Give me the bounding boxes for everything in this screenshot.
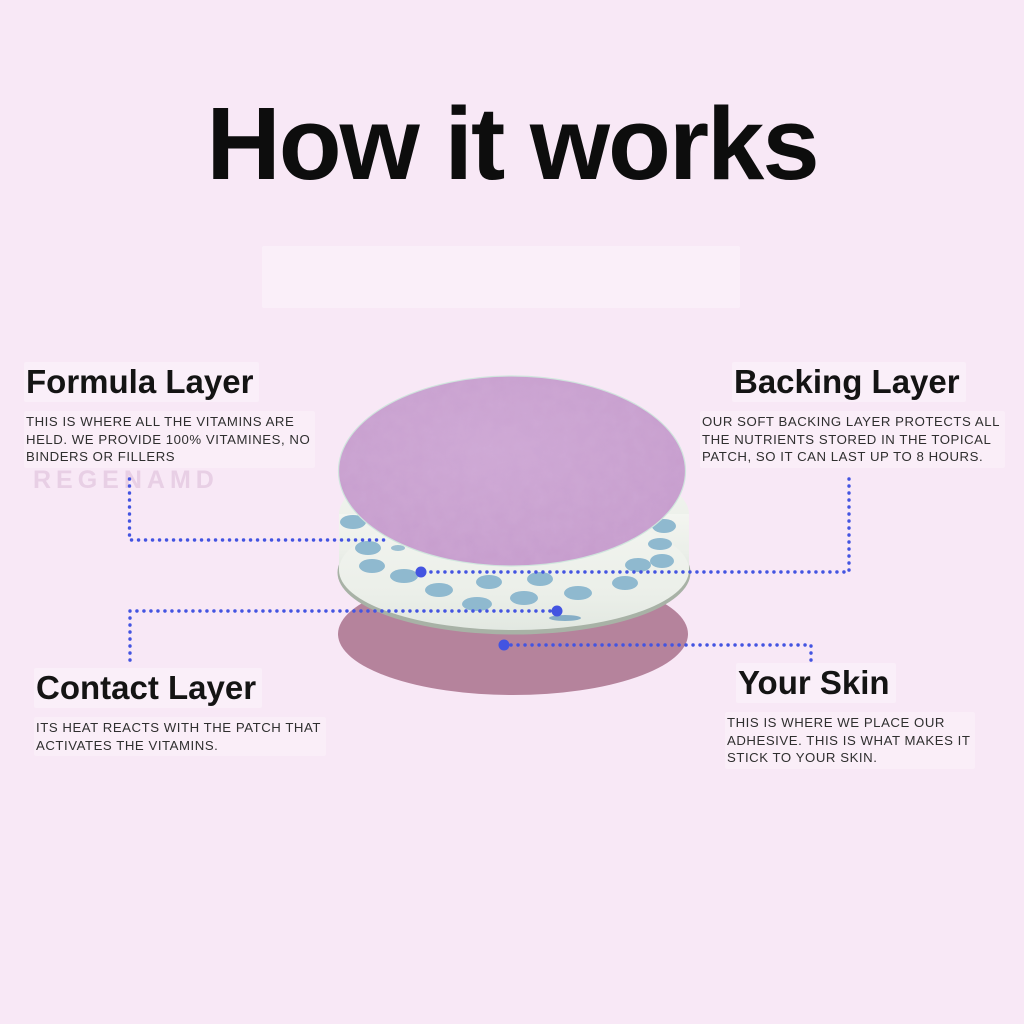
your-skin-heading: Your Skin xyxy=(736,663,896,703)
contact-layer-description: ITS HEAT REACTS WITH THE PATCH THAT ACTI… xyxy=(34,716,326,757)
connector-formula-line xyxy=(127,477,391,542)
connector-skin-line xyxy=(502,643,813,663)
backing-layer-section: Backing Layer OUR SOFT BACKING LAYER PRO… xyxy=(700,362,1024,468)
formula-top-ellipse xyxy=(337,375,687,567)
your-skin-description: THIS IS WHERE WE PLACE OUR ADHESIVE. THI… xyxy=(725,711,976,769)
backing-layer-description: OUR SOFT BACKING LAYER PROTECTS ALL THE … xyxy=(700,410,1005,468)
formula-layer-section: Formula Layer THIS IS WHERE ALL THE VITA… xyxy=(24,362,364,468)
connector-lines xyxy=(127,477,851,663)
backing-layer-heading: Backing Layer xyxy=(732,362,966,402)
contact-layer-section: Contact Layer ITS HEAT REACTS WITH THE P… xyxy=(34,668,374,757)
faded-placeholder-block xyxy=(262,246,740,308)
formula-layer-heading: Formula Layer xyxy=(24,362,260,402)
your-skin-section: Your Skin THIS IS WHERE WE PLACE OUR ADH… xyxy=(725,663,1024,769)
watermark-text: REGENAMD xyxy=(33,466,219,494)
page-title: How it works xyxy=(206,86,819,201)
contact-layer-heading: Contact Layer xyxy=(34,668,263,708)
connector-contact-line xyxy=(128,609,559,663)
connector-backing-line xyxy=(419,477,851,574)
connector-end-dots xyxy=(415,566,563,651)
formula-layer-description: THIS IS WHERE ALL THE VITAMINS ARE HELD.… xyxy=(24,410,316,468)
